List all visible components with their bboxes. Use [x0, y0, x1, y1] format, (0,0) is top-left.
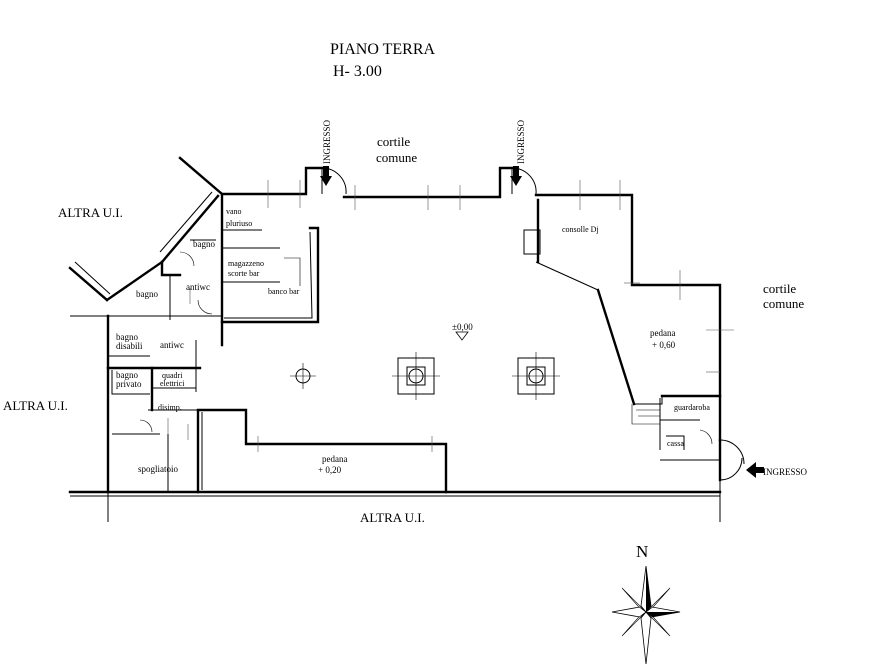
entrance-label-top-left: INGRESSO	[322, 119, 332, 164]
room-magazzeno-line1: magazzeno	[228, 259, 264, 268]
doors	[139, 167, 745, 481]
room-bagno-privato-line1: bagno	[116, 370, 138, 380]
room-bagno-disabili-line1: bagno	[116, 332, 138, 342]
entrance-label-right: INGRESSO	[763, 467, 808, 477]
level-pedana-right-line2: + 0,60	[652, 340, 676, 350]
plan-title: PIANO TERRA	[330, 41, 435, 58]
entrance-arrow-top-left-icon	[320, 166, 332, 186]
level-marker-icon	[455, 331, 469, 341]
room-antiwc-2: antiwc	[160, 340, 184, 350]
grid-ticks	[167, 180, 734, 452]
neighbor-top-left: ALTRA U.I.	[58, 205, 123, 220]
courtyard-right-line2: comune	[763, 296, 804, 311]
courtyard-right-line1: cortile	[763, 281, 796, 296]
exterior-walls	[68, 156, 722, 522]
courtyard-top-line2: comune	[376, 150, 417, 165]
room-bagno-1: bagno	[193, 239, 215, 249]
compass-north-label: N	[636, 542, 648, 561]
compass-rose-icon: N	[611, 542, 681, 665]
interior-walls	[106, 194, 722, 494]
room-spogliatoio: spogliatoio	[138, 464, 178, 474]
consolle-desk	[523, 229, 541, 255]
column-left	[392, 352, 440, 400]
neighbor-bottom: ALTRA U.I.	[360, 510, 425, 525]
room-magazzeno-line2: scorte bar	[228, 269, 260, 278]
room-disimp: disimp.	[158, 403, 182, 412]
room-guardaroba: guardaroba	[674, 403, 710, 412]
room-vano-line1: vano	[226, 207, 242, 216]
room-bagno-2: bagno	[136, 289, 158, 299]
room-quadri-line1: quadri	[162, 371, 183, 380]
room-vano-line2: pluriuso	[226, 219, 252, 228]
room-banco-bar: banco bar	[268, 287, 300, 296]
room-consolle: consolle Dj	[562, 225, 599, 234]
level-main: ±0,00	[452, 322, 473, 332]
neighbor-left: ALTRA U.I.	[3, 398, 68, 413]
level-pedana-right-line1: pedana	[650, 328, 675, 338]
level-pedana-bottom-line1: pedana	[322, 454, 347, 464]
plan-height: H- 3.00	[333, 63, 382, 80]
entrance-arrow-right-icon	[746, 462, 764, 478]
courtyard-top-line1: cortile	[377, 134, 410, 149]
room-cassa: cassa	[667, 439, 684, 448]
room-antiwc-1: antiwc	[186, 282, 210, 292]
entrance-label-top-right: INGRESSO	[516, 119, 526, 164]
room-bagno-privato-line2: privato	[116, 379, 142, 389]
entrance-arrow-top-right-icon	[510, 166, 522, 186]
level-pedana-bottom-line2: + 0,20	[318, 465, 342, 475]
room-bagno-disabili-line2: disabili	[116, 341, 143, 351]
room-quadri-line2: elettrici	[160, 379, 185, 388]
reference-point	[290, 363, 316, 389]
column-right	[512, 352, 560, 400]
